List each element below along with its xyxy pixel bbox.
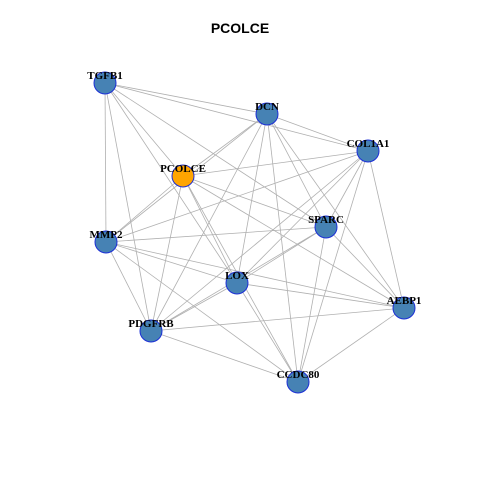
edge-pcolce-sparc: [182, 175, 327, 228]
edge-tgfb1-mmp2: [104, 82, 107, 243]
node-label-tgfb1: TGFB1: [87, 70, 122, 82]
edge-lox-pdgfrb: [150, 282, 238, 332]
node-pdgfrb: [139, 319, 163, 343]
edge-col1a1-sparc: [325, 150, 369, 228]
edge-tgfb1-pdgfrb: [104, 82, 152, 332]
node-dcn: [255, 102, 279, 126]
edge-tgfb1-col1a1: [104, 82, 369, 152]
edge-col1a1-mmp2: [105, 150, 369, 243]
edge-dcn-aebp1: [266, 113, 405, 309]
edge-dcn-col1a1: [266, 113, 369, 152]
edge-sparc-aebp1: [325, 226, 405, 309]
edge-dcn-lox: [236, 113, 268, 284]
node-label-sparc: SPARC: [308, 214, 344, 226]
edge-dcn-sparc: [266, 113, 327, 228]
node-label-col1a1: COL1A1: [347, 138, 390, 150]
edge-mmp2-ccdc80: [105, 241, 299, 383]
figure-title: PCOLCE: [210, 20, 270, 36]
edge-col1a1-pcolce: [182, 150, 369, 177]
edge-col1a1-ccdc80: [297, 150, 369, 383]
edge-sparc-ccdc80: [297, 226, 327, 383]
edge-pcolce-mmp2: [105, 175, 184, 243]
edge-tgfb1-dcn: [104, 82, 268, 115]
edge-dcn-pcolce: [182, 113, 268, 177]
node-label-aebp1: AEBP1: [387, 295, 422, 307]
node-label-lox: LOX: [225, 270, 249, 282]
edge-lox-aebp1: [236, 282, 405, 309]
node-label-pdgfrb: PDGFRB: [128, 318, 174, 330]
edge-mmp2-aebp1: [105, 241, 405, 309]
node-label-mmp2: MMP2: [90, 229, 123, 241]
node-label-dcn: DCN: [255, 101, 279, 113]
node-pcolce: [171, 164, 195, 188]
edge-sparc-mmp2: [105, 226, 327, 243]
edge-pcolce-lox: [182, 175, 238, 284]
edge-pdgfrb-ccdc80: [150, 330, 299, 383]
node-mmp2: [94, 230, 118, 254]
edge-lox-ccdc80: [236, 282, 299, 383]
edge-tgfb1-lox: [104, 82, 238, 284]
edge-mmp2-pdgfrb: [105, 241, 152, 332]
node-label-pcolce: PCOLCE: [160, 163, 206, 175]
edge-mmp2-lox: [105, 241, 238, 284]
edge-layer: [104, 82, 405, 383]
edge-tgfb1-pcolce: [104, 82, 184, 177]
edge-aebp1-ccdc80: [297, 307, 405, 383]
edge-sparc-lox: [236, 226, 327, 284]
edge-col1a1-aebp1: [367, 150, 405, 309]
edge-pcolce-pdgfrb: [150, 175, 184, 332]
node-ccdc80: [286, 370, 310, 394]
node-aebp1: [392, 296, 416, 320]
node-col1a1: [356, 139, 380, 163]
node-lox: [225, 271, 249, 295]
edge-dcn-ccdc80: [266, 113, 299, 383]
node-tgfb1: [93, 71, 117, 95]
node-layer: [93, 71, 416, 394]
edge-pcolce-aebp1: [182, 175, 405, 309]
edge-aebp1-pdgfrb: [150, 307, 405, 332]
node-sparc: [314, 215, 338, 239]
edge-col1a1-lox: [236, 150, 369, 284]
node-label-ccdc80: CCDC80: [277, 369, 320, 381]
